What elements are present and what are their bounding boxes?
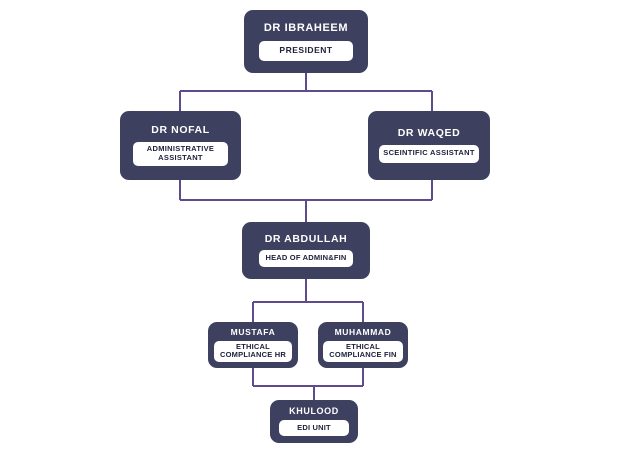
org-node-mustafa[interactable]: MUSTAFA ETHICAL COMPLIANCE HR <box>208 322 298 368</box>
node-title-waqed-text: SCEINTIFIC ASSISTANT <box>383 148 475 158</box>
org-node-khulood[interactable]: KHULOOD EDI UNIT <box>270 400 358 443</box>
org-node-ibraheem[interactable]: DR IBRAHEEM PRESIDENT <box>244 10 368 73</box>
node-title-khulood-text: EDI UNIT <box>297 423 331 433</box>
node-name-abdullah: DR ABDULLAH <box>264 232 348 245</box>
node-name-waqed: DR WAQED <box>397 127 461 140</box>
node-name-nofal: DR NOFAL <box>151 124 210 137</box>
node-name-mustafa: MUSTAFA <box>230 327 276 338</box>
node-title-mustafa: ETHICAL COMPLIANCE HR <box>214 340 292 362</box>
node-title-ibraheem-text: PRESIDENT <box>279 44 333 55</box>
node-title-nofal: ADMINISTRATIVE ASSISTANT <box>133 141 228 166</box>
node-title-muhammad-line1: ETHICAL <box>346 341 380 351</box>
org-node-nofal[interactable]: DR NOFAL ADMINISTRATIVE ASSISTANT <box>120 111 241 180</box>
node-title-muhammad: ETHICAL COMPLIANCE FIN <box>323 340 403 362</box>
node-name-muhammad: MUHAMMAD <box>334 327 392 338</box>
node-title-muhammad-line2: COMPLIANCE FIN <box>329 350 397 360</box>
node-title-waqed: SCEINTIFIC ASSISTANT <box>379 144 479 163</box>
node-name-ibraheem: DR IBRAHEEM <box>263 22 349 35</box>
org-node-muhammad[interactable]: MUHAMMAD ETHICAL COMPLIANCE FIN <box>318 322 408 368</box>
node-title-khulood: EDI UNIT <box>279 420 349 437</box>
node-title-nofal-line2: ASSISTANT <box>158 152 203 162</box>
org-node-abdullah[interactable]: DR ABDULLAH HEAD OF ADMIN&FIN <box>242 222 370 279</box>
node-name-khulood: KHULOOD <box>289 405 339 416</box>
node-title-abdullah: HEAD OF ADMIN&FIN <box>259 250 353 268</box>
node-title-mustafa-line2: COMPLIANCE HR <box>220 350 286 360</box>
org-node-waqed[interactable]: DR WAQED SCEINTIFIC ASSISTANT <box>368 111 490 180</box>
node-title-mustafa-line1: ETHICAL <box>236 341 270 351</box>
node-title-ibraheem: PRESIDENT <box>259 40 353 61</box>
node-title-abdullah-text: HEAD OF ADMIN&FIN <box>265 253 347 263</box>
node-title-nofal-line1: ADMINISTRATIVE <box>146 144 215 154</box>
